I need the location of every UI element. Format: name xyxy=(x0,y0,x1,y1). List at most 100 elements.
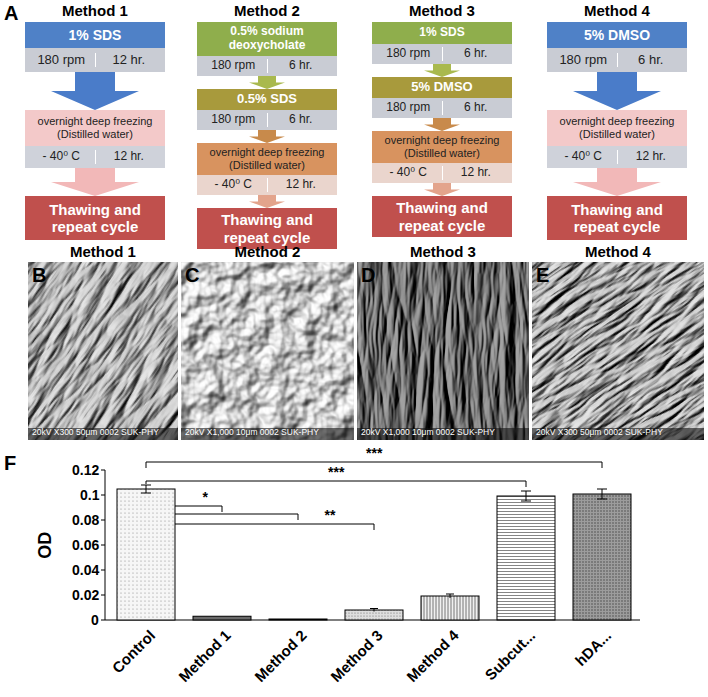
figure-part xyxy=(357,428,529,440)
box-text: 180 rpm xyxy=(200,113,267,127)
bar xyxy=(193,616,251,620)
process-box: overnight deep freezing(Distilled water) xyxy=(547,110,687,146)
box-text: - 40⁰ C xyxy=(200,178,267,192)
bar xyxy=(497,496,555,620)
box-text: 0.5% sodium deoxycholate xyxy=(200,25,334,53)
process-box: 0.5% sodium deoxycholate xyxy=(197,22,337,56)
panel-letter: E xyxy=(536,264,549,287)
column-header: Method 4 xyxy=(584,2,650,19)
box-text: 6 hr. xyxy=(617,53,685,68)
process-box: - 40⁰ C12 hr. xyxy=(372,163,512,183)
process-box: Thawing and repeat cycle xyxy=(25,196,165,240)
significance-mark: *** xyxy=(328,464,344,480)
box-text: 6 hr. xyxy=(442,47,510,61)
axis-ticks xyxy=(101,470,105,620)
box-text: - 40⁰ C xyxy=(375,166,442,180)
significance-bracket xyxy=(175,514,298,520)
process-box: 1% SDS xyxy=(372,22,512,44)
process-box: 180 rpm12 hr. xyxy=(25,48,165,72)
box-text: overnight deep freezing xyxy=(385,134,500,147)
process-box: 180 rpm6 hr. xyxy=(372,44,512,64)
column-header: Method 1 xyxy=(62,2,128,19)
box-text: 5% DMSO xyxy=(411,80,472,95)
block-arrow xyxy=(573,72,661,110)
category-label: Subcut... xyxy=(481,626,538,683)
box-text: 180 rpm xyxy=(375,47,442,61)
column-header: Method 1 xyxy=(70,243,136,260)
panel-letter: B xyxy=(32,264,46,287)
tick-label: 0.1 xyxy=(80,487,99,503)
bar xyxy=(421,596,479,620)
process-box: Thawing and repeat cycle xyxy=(197,208,337,249)
column-header: Method 3 xyxy=(409,2,475,19)
block-arrow xyxy=(249,130,285,143)
significance-bracket xyxy=(175,524,374,530)
bar xyxy=(269,619,327,620)
significance-bracket xyxy=(146,462,602,468)
process-box: 5% DMSO xyxy=(547,22,687,48)
sem-image xyxy=(357,262,529,440)
process-box: - 40⁰ C12 hr. xyxy=(547,146,687,168)
sem-image xyxy=(532,262,704,440)
axis-title: OD xyxy=(35,531,56,558)
process-box: 0.5% SDS xyxy=(197,89,337,110)
box-text: 180 rpm xyxy=(550,53,617,68)
box-text: Thawing and repeat cycle xyxy=(28,201,162,236)
significance-mark: * xyxy=(203,489,208,505)
figure-part xyxy=(357,262,529,440)
sem-info: 20kV X300 50μm 0002 SUK-PHY xyxy=(32,428,159,438)
figure-part xyxy=(28,428,178,440)
bar xyxy=(573,494,631,620)
error-bar xyxy=(446,594,454,598)
tick-label: 0.04 xyxy=(72,562,99,578)
process-box: 1% SDS xyxy=(25,22,165,48)
figure-part xyxy=(28,262,178,440)
panel-letter: A xyxy=(4,2,18,25)
box-text: Thawing and repeat cycle xyxy=(550,201,684,236)
block-arrow xyxy=(249,195,285,208)
bar-chart xyxy=(101,462,640,620)
box-text: 6 hr. xyxy=(442,101,510,115)
panel-letter: F xyxy=(4,452,16,475)
block-arrow xyxy=(424,183,460,196)
box-text: 180 rpm xyxy=(28,53,95,68)
box-text: (Distilled water) xyxy=(229,159,305,172)
sem-info: 20kV X1,000 10μm 0002 SUK-PHY xyxy=(185,428,319,438)
box-text: 12 hr. xyxy=(267,178,335,192)
tick-label: 0.08 xyxy=(72,512,99,528)
tick-label: 0.06 xyxy=(72,537,99,553)
box-text: (Distilled water) xyxy=(579,128,655,141)
significance-mark: ** xyxy=(325,507,336,523)
significance-bracket xyxy=(146,481,526,487)
block-arrow xyxy=(424,64,460,77)
box-text: 12 hr. xyxy=(95,53,163,68)
process-box: Thawing and repeat cycle xyxy=(372,196,512,237)
figure-part xyxy=(532,428,704,440)
panel-letter: C xyxy=(185,264,199,287)
process-box: 180 rpm6 hr. xyxy=(197,110,337,130)
sem-image xyxy=(28,262,178,440)
box-text: (Distilled water) xyxy=(57,128,133,141)
box-text: - 40⁰ C xyxy=(550,150,617,164)
category-label: hDA... xyxy=(572,626,615,669)
box-text: 1% SDS xyxy=(69,27,122,43)
block-arrow xyxy=(249,76,285,89)
box-text: overnight deep freezing xyxy=(560,115,675,128)
figure-part xyxy=(181,262,354,440)
block-arrow xyxy=(51,168,139,196)
block-arrow xyxy=(424,118,460,131)
block-arrow xyxy=(51,72,139,110)
process-box: - 40⁰ C12 hr. xyxy=(197,175,337,195)
box-text: 180 rpm xyxy=(375,101,442,115)
figure-part xyxy=(181,262,354,440)
box-text: Thawing and repeat cycle xyxy=(375,199,509,234)
sem-info: 20kV X300 50μm 0002 SUK-PHY xyxy=(536,428,663,438)
tick-label: 0.02 xyxy=(72,587,99,603)
box-text: 1% SDS xyxy=(419,26,464,40)
bar xyxy=(117,489,175,620)
process-box: 180 rpm6 hr. xyxy=(547,48,687,72)
box-text: 12 hr. xyxy=(617,150,685,164)
error-bar xyxy=(521,491,531,501)
